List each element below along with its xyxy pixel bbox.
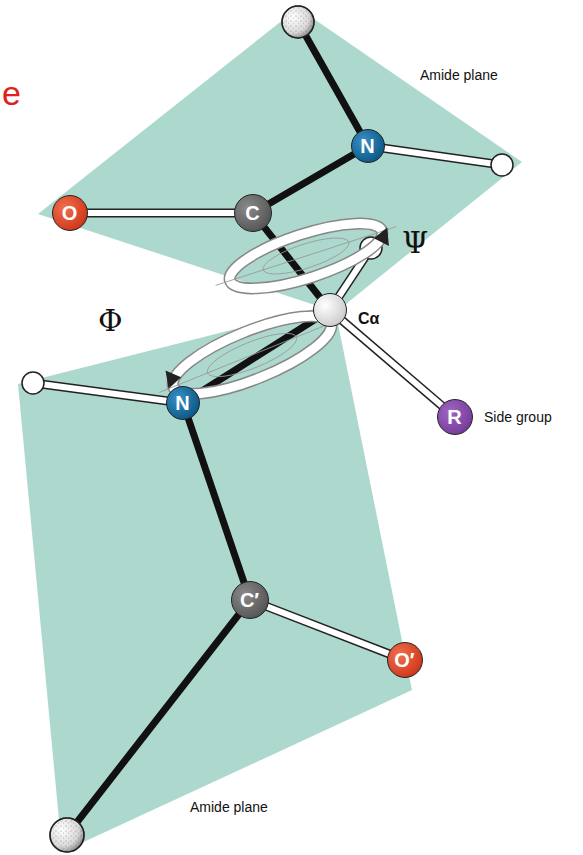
atom-label: O′ — [394, 650, 414, 670]
partial-bond — [86, 213, 236, 214]
atom-label: Cα — [358, 311, 379, 327]
nitrogen-atom: N — [351, 129, 385, 163]
atom-label: N — [360, 136, 374, 156]
side-group-atom: R — [437, 399, 473, 435]
bond-fill — [266, 606, 390, 654]
atom-label: C′ — [240, 590, 259, 610]
bond-outline — [266, 606, 390, 654]
cut-title-fragment: e — [2, 76, 21, 110]
bond-fill — [86, 210, 236, 216]
nitrogen-atom: N — [166, 386, 200, 420]
plane-label: Amide plane — [420, 68, 498, 82]
amide-plane-top — [38, 8, 522, 312]
single-bond — [188, 417, 245, 584]
atom-label: C — [245, 203, 259, 223]
bond-stroke — [268, 154, 355, 205]
carbon-atom: C — [234, 194, 272, 232]
alpha-carbon-atom: Cα — [313, 293, 347, 327]
oxygen-atom: O′ — [387, 642, 423, 678]
bond-outline — [341, 320, 442, 407]
carbon-atom: C′ — [231, 581, 269, 619]
side-group-label: Side group — [484, 410, 552, 424]
plane-label: Amide plane — [190, 800, 268, 814]
partial-bond — [341, 320, 442, 407]
single-bond — [268, 154, 355, 205]
psi-angle-label: Ψ — [402, 228, 428, 258]
extra-bonds — [33, 22, 502, 835]
atom-label: N — [175, 393, 189, 413]
partial-bond — [266, 606, 390, 654]
phi-angle-label: Φ — [98, 306, 123, 336]
oxygen-atom: O — [52, 195, 88, 231]
bond-fill — [341, 320, 442, 407]
atom-label: R — [447, 407, 461, 427]
atom-label: O — [62, 203, 78, 223]
unlabeled-atoms — [22, 6, 513, 852]
bond-outline — [86, 209, 236, 218]
bond-stroke — [188, 417, 245, 584]
